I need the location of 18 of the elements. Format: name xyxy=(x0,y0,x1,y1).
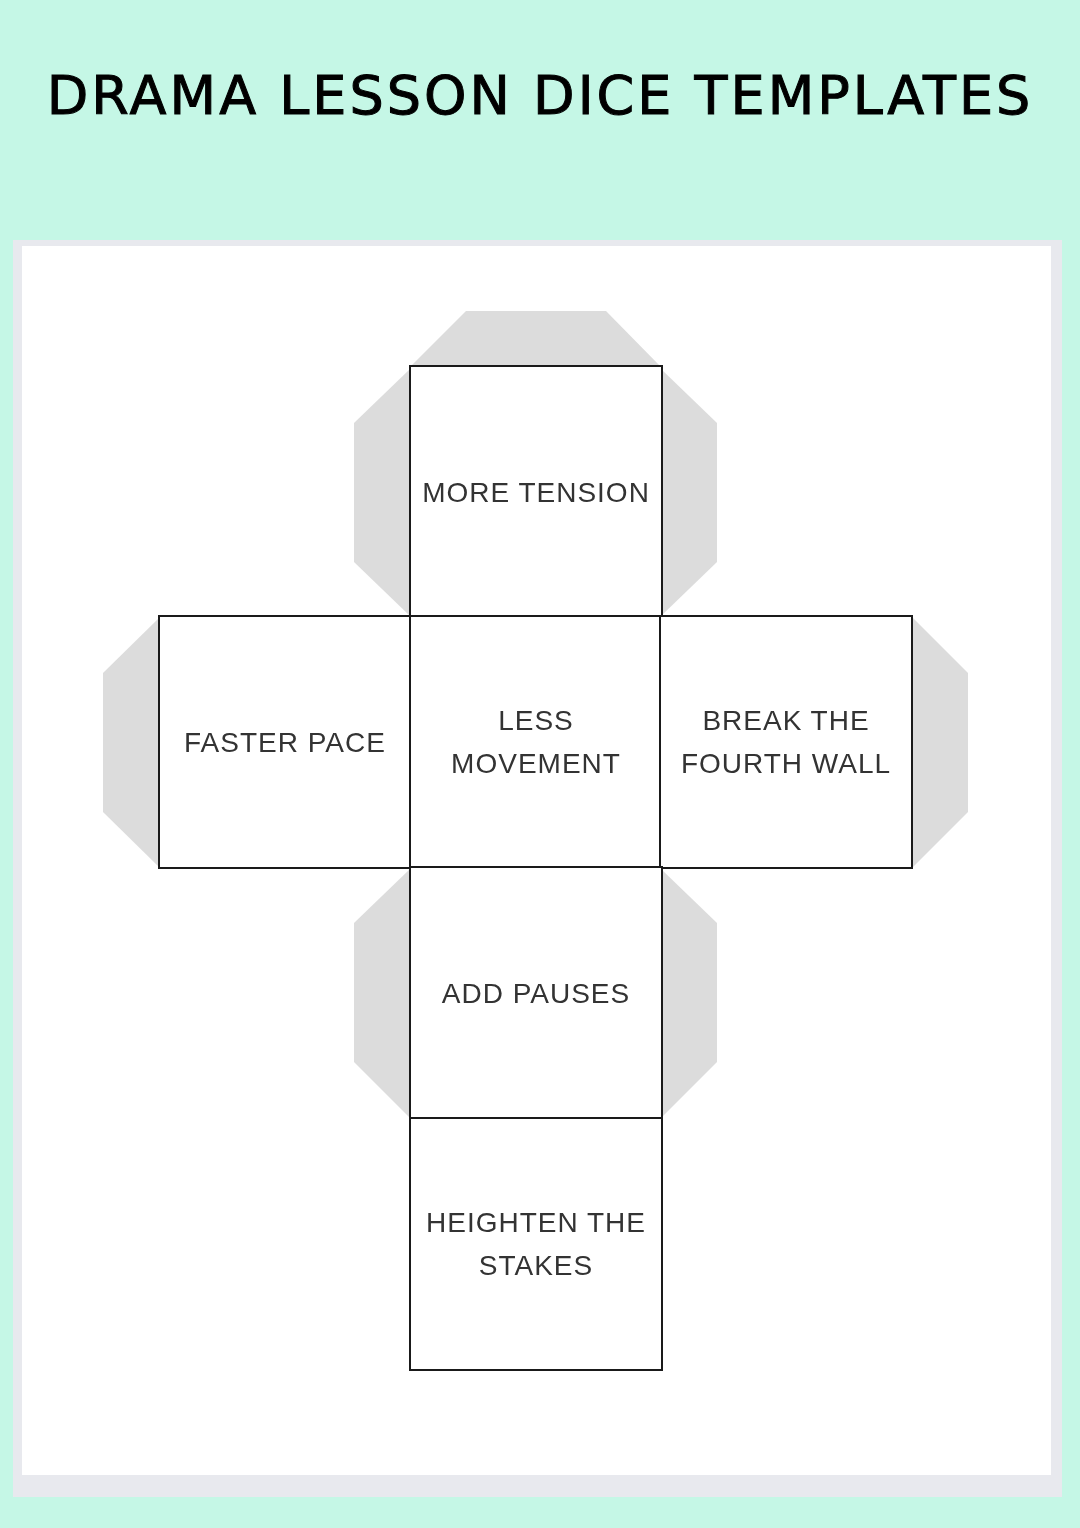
dice-face xyxy=(409,1117,663,1371)
dice-face xyxy=(409,866,663,1120)
glue-tab xyxy=(354,369,410,616)
face-prompt: HEIGHTEN THE STAKES xyxy=(425,1206,647,1283)
face-prompt: LESS MOVEMENT xyxy=(450,704,622,781)
face-prompt: BREAK THE FOURTH WALL xyxy=(679,704,893,781)
dice-face xyxy=(158,615,412,869)
glue-tab xyxy=(913,618,968,867)
dice-face xyxy=(659,615,913,869)
glue-tab xyxy=(354,869,410,1118)
glue-tab xyxy=(661,369,717,616)
face-prompt: MORE TENSION xyxy=(422,475,650,510)
face-prompt: FASTER PACE xyxy=(184,725,386,760)
page-title: DRAMA LESSON DICE TEMPLATES xyxy=(46,64,1034,127)
glue-tab xyxy=(661,869,717,1118)
glue-tab xyxy=(410,311,661,367)
glue-tab xyxy=(103,618,159,867)
face-prompt: ADD PAUSES xyxy=(441,976,631,1011)
